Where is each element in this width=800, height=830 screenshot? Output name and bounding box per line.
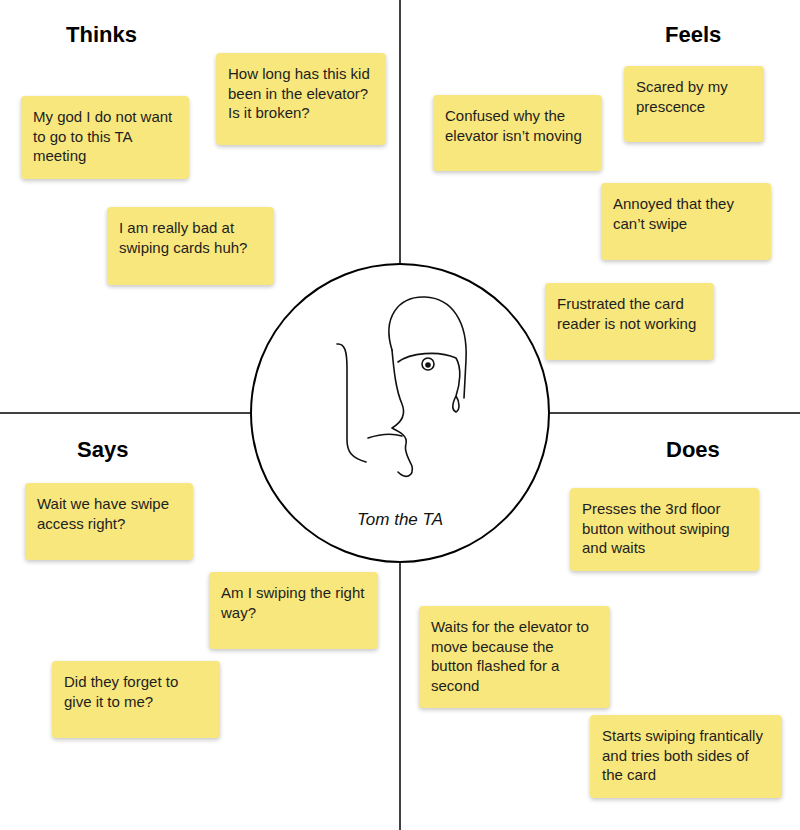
face-line <box>337 344 366 462</box>
eye <box>422 358 434 370</box>
axis-line <box>399 0 401 263</box>
sticky-note: Presses the 3rd floor button without swi… <box>570 488 759 571</box>
persona-circle: Tom the TA <box>250 263 550 563</box>
sticky-note: I am really bad at swiping cards huh? <box>107 207 274 285</box>
note-text: Confused why the elevator isn’t moving <box>445 106 590 145</box>
note-text: Waits for the elevator to move because t… <box>431 617 598 695</box>
note-text: I am really bad at swiping cards huh? <box>119 218 262 257</box>
axis-line <box>0 412 250 414</box>
note-text: Frustrated the card reader is not workin… <box>557 294 702 333</box>
note-text: Starts swiping frantically and tries bot… <box>602 726 770 785</box>
circle-border <box>251 264 549 562</box>
sticky-note: Annoyed that they can’t swipe <box>601 183 771 260</box>
note-text: Scared by my prescence <box>636 77 752 116</box>
sticky-note: Confused why the elevator isn’t moving <box>433 95 602 171</box>
sticky-note: Starts swiping frantically and tries bot… <box>590 715 782 798</box>
sticky-note: Scared by my prescence <box>624 66 764 142</box>
face-line <box>398 353 460 412</box>
note-text: Wait we have swipe access right? <box>37 494 181 533</box>
face-line <box>389 297 466 398</box>
persona-name: Tom the TA <box>250 510 550 530</box>
axis-line <box>399 563 401 830</box>
quadrant-heading: Says <box>77 437 128 463</box>
quadrant-heading: Feels <box>665 22 721 48</box>
quadrant-heading: Thinks <box>66 22 137 48</box>
face-line <box>392 350 412 476</box>
note-text: My god I do not want to go to this TA me… <box>33 107 177 166</box>
face-sketch <box>337 297 466 476</box>
sticky-note: Did they forget to give it to me? <box>52 661 220 738</box>
note-text: Presses the 3rd floor button without swi… <box>582 499 747 558</box>
sticky-note: Frustrated the card reader is not workin… <box>545 283 714 360</box>
axis-line <box>550 412 800 414</box>
sticky-note: My god I do not want to go to this TA me… <box>21 96 189 179</box>
sticky-note: Am I swiping the right way? <box>209 572 378 649</box>
face-line <box>368 434 402 438</box>
sticky-note: How long has this kid been in the elevat… <box>216 53 386 145</box>
sticky-note: Wait we have swipe access right? <box>25 483 193 560</box>
note-text: Am I swiping the right way? <box>221 583 366 622</box>
note-text: How long has this kid been in the elevat… <box>228 64 374 123</box>
note-text: Did they forget to give it to me? <box>64 672 208 711</box>
pupil <box>426 363 430 367</box>
sticky-note: Waits for the elevator to move because t… <box>419 606 610 708</box>
note-text: Annoyed that they can’t swipe <box>613 194 759 233</box>
quadrant-heading: Does <box>666 437 720 463</box>
